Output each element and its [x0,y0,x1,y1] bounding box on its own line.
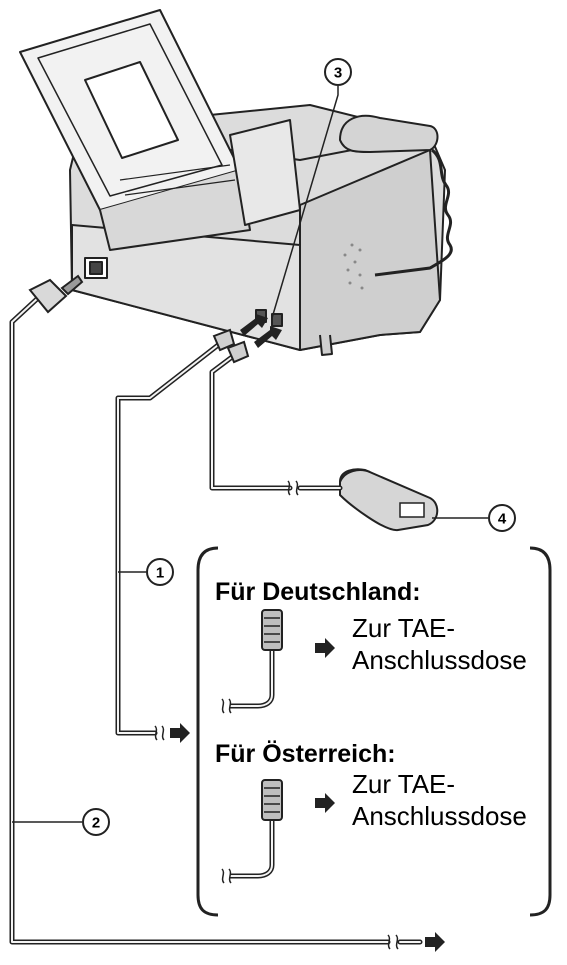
germany-heading: Für Deutschland: [215,578,421,606]
handset-icon [338,114,453,277]
austria-heading: Für Österreich: [215,740,396,768]
callout-1: 1 [146,558,174,586]
arrow-right-icon [170,723,445,952]
tae-plug-icon [221,779,283,884]
arrow-right-icon [240,314,282,348]
extension-device-cord [209,351,343,491]
telephone-line-cord [115,339,225,736]
tae-plug-icon [221,609,283,714]
svg-text:2: 2 [92,815,100,832]
svg-text:4: 4 [498,511,507,528]
germany-destination: Zur TAE- Anschlussdose [352,612,527,676]
cable-break-icon [154,480,399,950]
germany-destination-line1: Zur TAE- [352,613,456,643]
power-plug-icon [28,274,84,314]
austria-destination-line1: Zur TAE- [352,769,456,799]
svg-text:1: 1 [156,565,164,582]
austria-destination: Zur TAE- Anschlussdose [352,768,527,832]
arrow-right-icon [315,638,335,813]
svg-text:3: 3 [334,65,342,82]
austria-destination-line2: Anschlussdose [352,801,527,831]
germany-destination-line2: Anschlussdose [352,645,527,675]
extension-device-icon [339,468,439,532]
callout-2: 2 [82,808,110,836]
callout-3: 3 [324,58,352,86]
destination-bracket [196,546,552,917]
phone-plug-icon [212,328,250,364]
callout-4: 4 [488,504,516,532]
fax-machine-icon [19,9,446,356]
